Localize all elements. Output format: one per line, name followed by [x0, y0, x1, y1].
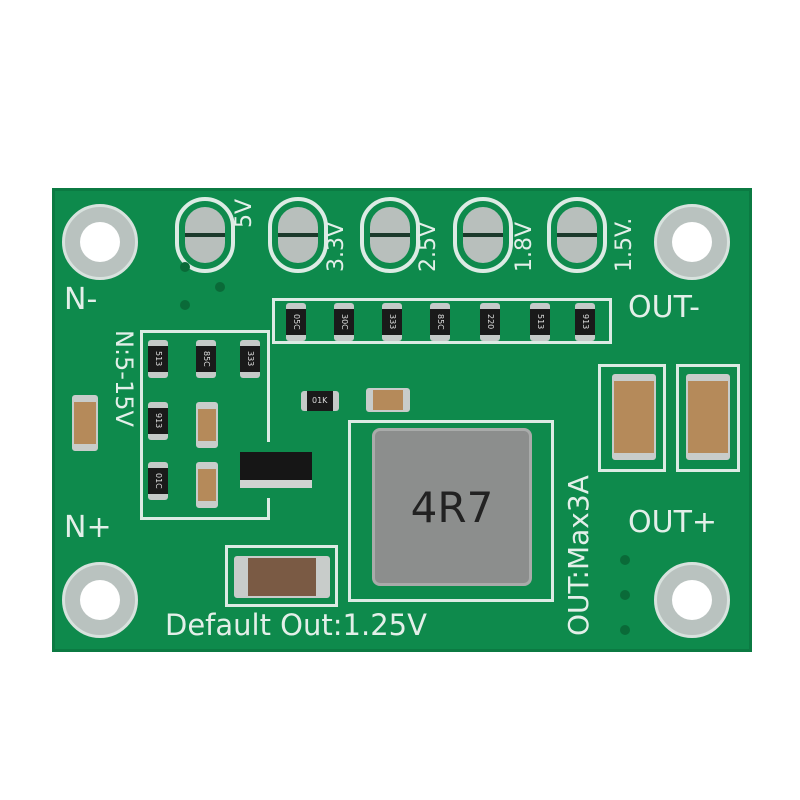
resistor-outline [272, 298, 612, 344]
resistor: 333 [382, 303, 402, 341]
resistor: 85C [196, 340, 216, 378]
capacitor [196, 462, 218, 508]
capacitor [72, 395, 98, 451]
mounting-hole [654, 562, 730, 638]
resistor: 220 [480, 303, 500, 341]
solder-jumper-5v[interactable] [175, 197, 235, 273]
resistor: 30C [334, 303, 354, 341]
capacitor-outline [225, 545, 338, 607]
resistor: 913 [575, 303, 595, 341]
mounting-hole [62, 204, 138, 280]
component-outline [140, 330, 270, 520]
via [180, 262, 190, 272]
out-plus-label: OUT+ [628, 505, 718, 540]
default-out-label: Default Out:1.25V [165, 608, 427, 642]
regulator-ic [240, 442, 312, 498]
via [215, 282, 225, 292]
resistor: 85C [430, 303, 450, 341]
output-capacitor [686, 374, 730, 460]
via [620, 555, 630, 565]
mounting-hole [62, 562, 138, 638]
mounting-hole [654, 204, 730, 280]
input-capacitor [234, 556, 330, 598]
via [620, 590, 630, 600]
in-minus-label: N- [64, 282, 98, 317]
capacitor-outline [598, 364, 666, 472]
jumper-label: 5V [232, 198, 257, 228]
inductor: 4R7 [372, 428, 532, 586]
via [620, 625, 630, 635]
resistor: 513 [148, 340, 168, 378]
out-minus-label: OUT- [628, 290, 700, 325]
jumper-label: 3.3V [324, 221, 349, 272]
jumper-label: 1.8V [512, 221, 537, 272]
via [180, 300, 190, 310]
solder-jumper-1v8[interactable] [453, 197, 513, 273]
capacitor [196, 402, 218, 448]
jumper-label: 2.5V [416, 221, 441, 272]
resistor: 01C [148, 462, 168, 500]
solder-jumper-1v5[interactable] [547, 197, 607, 273]
inductor-outline [348, 420, 554, 602]
in-plus-label: N+ [64, 510, 112, 545]
capacitor-outline [676, 364, 740, 472]
resistor: 913 [148, 402, 168, 440]
output-capacitor [612, 374, 656, 460]
resistor: 333 [240, 340, 260, 378]
resistor: 01K [301, 391, 339, 411]
resistor: 513 [530, 303, 550, 341]
solder-jumper-3v3[interactable] [268, 197, 328, 273]
input-range-label: N:5-15V [110, 330, 138, 427]
capacitor [366, 388, 410, 412]
resistor: 05C [286, 303, 306, 341]
solder-jumper-2v5[interactable] [360, 197, 420, 273]
out-max-label: OUT:Max3A [562, 475, 595, 636]
jumper-label: 1.5V. [612, 217, 637, 272]
